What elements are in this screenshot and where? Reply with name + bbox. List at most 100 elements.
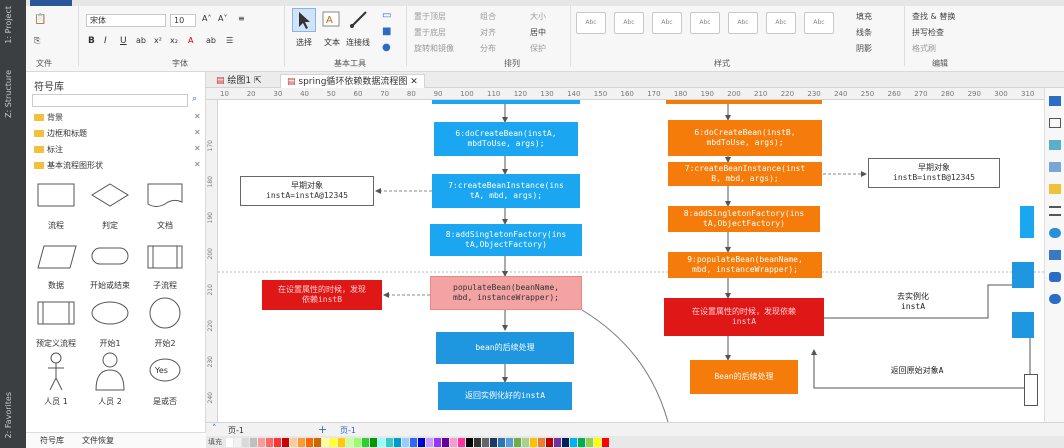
color-swatch[interactable] <box>458 438 465 447</box>
style-preset-7[interactable]: Abc <box>804 12 834 34</box>
color-swatch[interactable] <box>322 438 329 447</box>
flow-node-docreatebean-a[interactable]: 6:doCreateBean(instA, mbdToUse, args); <box>434 122 578 156</box>
close-icon[interactable]: ✕ <box>194 160 201 169</box>
color-swatch[interactable] <box>226 438 233 447</box>
subscript-icon[interactable]: x₂ <box>170 36 178 45</box>
find-replace-button[interactable]: 查找 & 替换 <box>912 12 956 21</box>
style-preset-6[interactable]: Abc <box>766 12 796 34</box>
fill-shape-icon[interactable]: ■ <box>382 26 392 37</box>
color-swatch[interactable] <box>402 438 409 447</box>
flow-node-top-right[interactable] <box>666 100 822 104</box>
dependency-found-b[interactable]: 在设置属性的时候，发现 依赖instB <box>262 280 382 310</box>
font-size-select[interactable]: 10 <box>170 14 196 27</box>
color-swatch[interactable] <box>354 438 361 447</box>
font-name-select[interactable]: 宋体 <box>86 14 166 27</box>
color-swatch[interactable] <box>434 438 441 447</box>
flow-node-top-left[interactable] <box>432 100 580 104</box>
color-swatch[interactable] <box>498 438 505 447</box>
color-swatch[interactable] <box>410 438 417 447</box>
align-icon[interactable]: ≡ <box>238 14 245 23</box>
flow-node-createinstance-a[interactable]: 7:createBeanInstance(ins tA, mbd, args); <box>432 174 580 208</box>
style-preset-2[interactable]: Abc <box>614 12 644 34</box>
color-swatch[interactable] <box>418 438 425 447</box>
color-swatch[interactable] <box>306 438 313 447</box>
color-swatch[interactable] <box>266 438 273 447</box>
color-swatch[interactable] <box>450 438 457 447</box>
color-swatch[interactable] <box>346 438 353 447</box>
add-page-button[interactable]: + <box>318 423 328 436</box>
color-swatch[interactable] <box>442 438 449 447</box>
flow-node-return-a[interactable]: 返回实例化好的instA <box>438 382 572 410</box>
color-swatch[interactable] <box>562 438 569 447</box>
list-icon[interactable] <box>1049 206 1061 216</box>
close-icon[interactable]: ✕ <box>194 144 201 153</box>
connector-tool-icon[interactable] <box>348 8 372 32</box>
color-swatch[interactable] <box>474 438 481 447</box>
category-annotation[interactable]: 标注 <box>34 144 63 155</box>
color-swatch[interactable] <box>282 438 289 447</box>
group-button[interactable]: 组合 <box>480 12 496 21</box>
superscript-icon[interactable]: x² <box>154 36 162 45</box>
flow-node-postprocess-b[interactable]: Bean的后续处理 <box>690 360 798 394</box>
line-button[interactable]: 线条 <box>856 28 872 37</box>
color-swatch[interactable] <box>538 438 545 447</box>
flow-node-offscreen-1[interactable] <box>1020 206 1034 238</box>
style-preset-5[interactable]: Abc <box>728 12 758 34</box>
shape-gallery[interactable] <box>26 178 206 428</box>
color-swatch[interactable] <box>482 438 489 447</box>
page-selector[interactable]: 页-1 <box>228 426 244 435</box>
dependency-found-a[interactable]: 在设置属性的时候，发现依赖 instA <box>664 298 824 336</box>
color-swatch[interactable] <box>530 438 537 447</box>
flow-node-offscreen-3[interactable] <box>1012 312 1034 338</box>
comment-icon[interactable] <box>1049 272 1061 282</box>
close-icon[interactable]: ✕ <box>410 77 418 87</box>
color-swatch[interactable] <box>314 438 321 447</box>
close-icon[interactable]: ✕ <box>194 128 201 137</box>
color-swatch[interactable] <box>594 438 601 447</box>
flow-node-docreatebean-b[interactable]: 6:doCreateBean(instB, mbdToUse, args); <box>668 120 822 156</box>
color-swatch[interactable] <box>426 438 433 447</box>
grid-icon[interactable] <box>1049 250 1061 260</box>
rectangle-tool-icon[interactable]: ▭ <box>382 10 392 21</box>
flow-node-populatebean-b[interactable]: 9:populateBean(beanName, mbd, instanceWr… <box>668 252 822 278</box>
grow-font-icon[interactable]: A˄ <box>202 14 212 23</box>
underline-icon[interactable]: U <box>120 36 127 46</box>
color-swatch[interactable] <box>330 438 337 447</box>
size-button[interactable]: 大小 <box>530 12 546 21</box>
list-icon[interactable]: ☰ <box>226 36 234 45</box>
strikethrough-icon[interactable]: ab <box>136 36 146 45</box>
format-painter-button[interactable]: 格式刷 <box>912 44 936 53</box>
color-swatch[interactable] <box>490 438 497 447</box>
diagram-canvas[interactable]: 6:doCreateBean(instA, mbdToUse, args); 7… <box>218 100 1044 422</box>
color-swatch[interactable] <box>386 438 393 447</box>
protect-button[interactable]: 保护 <box>530 44 546 53</box>
color-swatch[interactable] <box>586 438 593 447</box>
select-tool-icon[interactable] <box>292 8 316 32</box>
flow-node-offscreen-4[interactable] <box>1024 374 1038 406</box>
color-swatch[interactable] <box>522 438 529 447</box>
center-button[interactable]: 居中 <box>530 28 546 37</box>
bold-icon[interactable]: B <box>88 36 95 46</box>
category-background[interactable]: 背景 <box>34 112 63 123</box>
search-icon[interactable]: ⌕ <box>192 94 198 104</box>
color-swatch[interactable] <box>290 438 297 447</box>
image-icon[interactable] <box>1049 118 1061 128</box>
color-swatch[interactable] <box>570 438 577 447</box>
color-swatch[interactable] <box>506 438 513 447</box>
color-swatch[interactable] <box>554 438 561 447</box>
folder-icon[interactable] <box>1049 184 1061 194</box>
ide-tab-project[interactable]: 1: Project <box>4 6 13 44</box>
spell-check-button[interactable]: 拼写检查 <box>912 28 944 37</box>
rotate-mirror-button[interactable]: 旋转和镜像 <box>414 44 454 53</box>
style-preset-4[interactable]: Abc <box>690 12 720 34</box>
flow-node-createinstance-b[interactable]: 7:createBeanInstance(inst B, mbd, args); <box>668 162 822 186</box>
distribute-button[interactable]: 分布 <box>480 44 496 53</box>
doc-tab-drawing1[interactable]: ▤ 绘图1 ⇱ <box>216 76 262 86</box>
early-object-note-a[interactable]: 早期对象 instA=instA@12345 <box>240 176 374 206</box>
color-swatch[interactable] <box>514 438 521 447</box>
ide-tab-structure[interactable]: Z: Structure <box>4 70 13 118</box>
chevron-up-icon[interactable]: ˄ <box>212 424 217 434</box>
paste-icon[interactable]: 📋 <box>34 14 47 25</box>
color-swatch[interactable] <box>234 438 241 447</box>
italic-icon[interactable]: I <box>104 36 107 46</box>
